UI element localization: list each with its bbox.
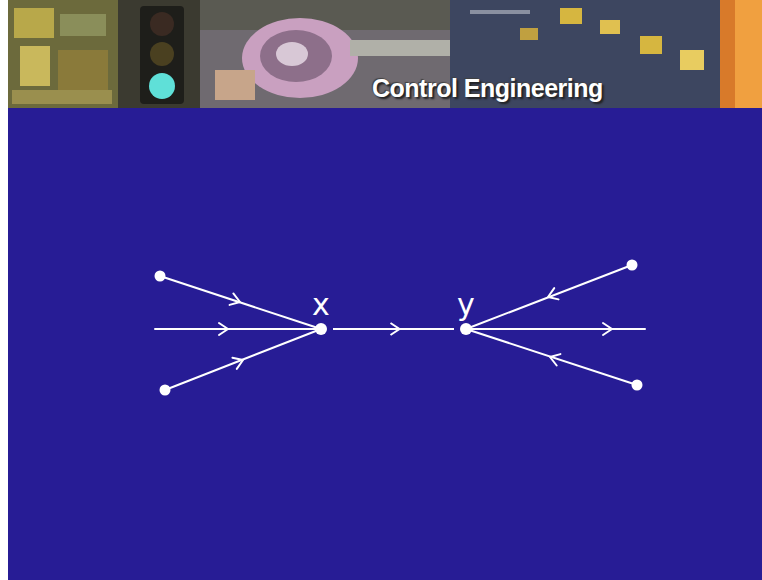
arrowhead: [230, 293, 242, 307]
node-dot: [460, 323, 472, 335]
arrowhead: [391, 323, 400, 335]
signal-node: y: [454, 289, 478, 335]
branch-arrow: [333, 323, 454, 335]
signal-node: x: [309, 289, 333, 335]
arrowhead: [603, 323, 612, 335]
arrowhead: [546, 288, 559, 302]
arrowhead: [219, 323, 228, 335]
arrowhead: [232, 354, 245, 368]
banner-title: Control Engineering: [372, 74, 603, 103]
node-label: x: [312, 289, 330, 321]
node-dot: [315, 323, 327, 335]
arrowhead: [548, 351, 560, 365]
node-label: y: [457, 289, 475, 321]
